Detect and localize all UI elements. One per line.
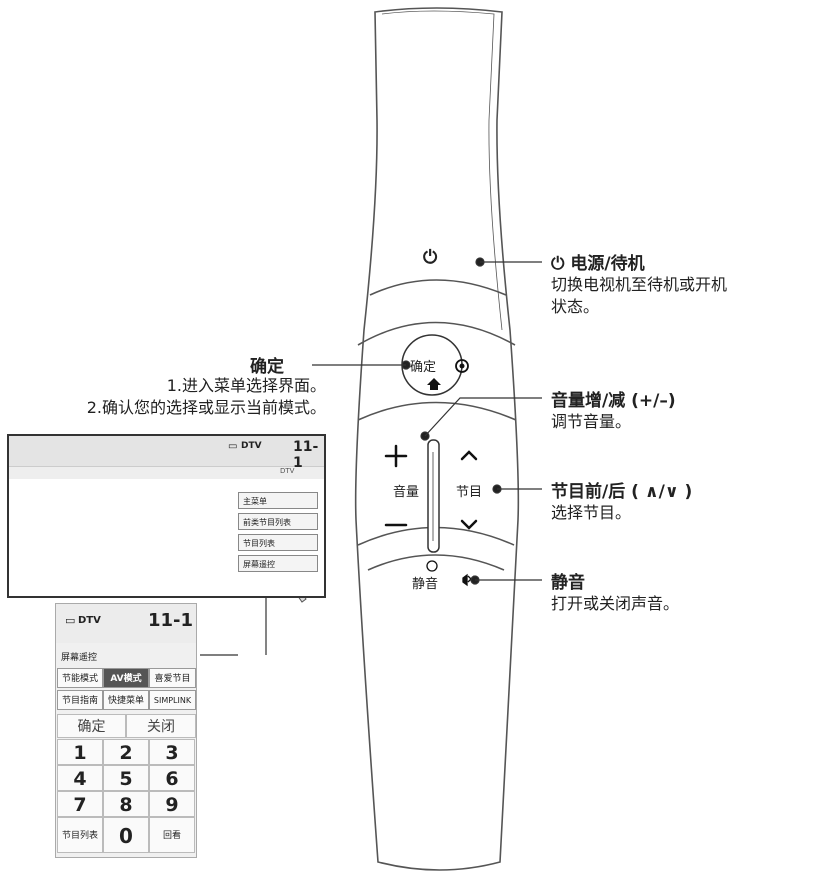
volume-label: 音量 <box>393 485 420 500</box>
num-8-button[interactable]: 8 <box>103 791 149 817</box>
num-3-button[interactable]: 3 <box>149 739 195 765</box>
num-0-button[interactable]: 0 <box>103 817 149 853</box>
num-7-button[interactable]: 7 <box>57 791 103 817</box>
power-icon[interactable]: ⏻ <box>423 247 438 268</box>
power-callout-desc-1: 切换电视机至待机或开机 <box>551 275 728 294</box>
favorites-button[interactable]: 喜爱节目 <box>149 668 196 688</box>
tv-menu-screen-remote[interactable]: 屏幕遥控 <box>238 555 318 572</box>
volume-callout: 音量增/减 (+/–) 调节音量。 <box>551 386 676 433</box>
tv-channel-type: DTV <box>241 441 262 451</box>
num-5-button[interactable]: 5 <box>103 765 149 791</box>
panel-channel-number: 11-1 <box>148 610 194 631</box>
ok-callout-desc-1: 1.进入菜单选择界面。 <box>166 376 326 395</box>
channel-list-button[interactable]: 节目列表 <box>57 817 103 853</box>
channel-callout-title: 节目前/后 ( ∧/∨ ) <box>551 482 693 502</box>
flashback-button[interactable]: 回看 <box>149 817 195 853</box>
power-callout-title: 电源/待机 <box>570 254 645 274</box>
tv-menu-channel-list[interactable]: 节目列表 <box>238 534 318 551</box>
tv-menu-main-label: 主菜单 <box>243 497 267 506</box>
av-mode-button[interactable]: AV模式 <box>103 668 149 688</box>
num-6-button[interactable]: 6 <box>149 765 195 791</box>
panel-title: 屏幕遥控 <box>61 653 98 663</box>
ok-callout-title-wrap: 确定 <box>250 352 284 377</box>
tv-icon: ▭ <box>228 441 238 452</box>
volume-callout-desc: 调节音量。 <box>551 412 632 431</box>
power-callout: ⏻ 电源/待机 切换电视机至待机或开机 状态。 <box>551 249 727 318</box>
tv-sub-bar: DTV <box>9 467 324 479</box>
simplink-button[interactable]: SIMPLINK <box>149 690 196 710</box>
tv-sub-label: DTV <box>280 467 295 475</box>
energy-saving-button[interactable]: 节能模式 <box>57 668 103 688</box>
channel-callout-desc: 选择节目。 <box>551 503 632 522</box>
mute-callout-title: 静音 <box>551 573 585 593</box>
ok-button-label[interactable]: 确定 <box>410 360 437 375</box>
ok-callout-desc-2: 2.确认您的选择或显示当前模式。 <box>86 398 326 417</box>
num-9-button[interactable]: 9 <box>149 791 195 817</box>
tv-screen: ▭ DTV 11-1 DTV 主菜单 前类节目列表 节目列表 屏幕遥控 <box>7 434 326 598</box>
num-2-button[interactable]: 2 <box>103 739 149 765</box>
ok-callout-desc: 1.进入菜单选择界面。 2.确认您的选择或显示当前模式。 <box>87 375 326 419</box>
mute-callout: 静音 打开或关闭声音。 <box>551 568 679 615</box>
panel-ok-button[interactable]: 确定 <box>57 714 126 738</box>
quick-menu-button[interactable]: 快捷菜单 <box>103 690 149 710</box>
channel-label: 节目 <box>456 485 483 500</box>
mute-label[interactable]: 静音 <box>412 577 439 592</box>
tv-menu-channel-list-label: 节目列表 <box>243 539 275 548</box>
screen-remote-header: ▭ DTV 11-1 <box>56 604 196 643</box>
panel-tv-icon: ▭ <box>65 614 76 627</box>
tv-menu-screen-remote-label: 屏幕遥控 <box>243 560 275 569</box>
panel-channel-type: DTV <box>78 615 101 626</box>
screen-remote-panel: ▭ DTV 11-1 屏幕遥控 节能模式 AV模式 喜爱节目 节目指南 快捷菜单… <box>55 603 197 858</box>
num-4-button[interactable]: 4 <box>57 765 103 791</box>
tv-menu-main[interactable]: 主菜单 <box>238 492 318 509</box>
power-icon-small: ⏻ <box>551 254 565 274</box>
mute-callout-desc: 打开或关闭声音。 <box>551 594 680 613</box>
channel-callout: 节目前/后 ( ∧/∨ ) 选择节目。 <box>551 477 692 524</box>
tv-menu-prev-list-label: 前类节目列表 <box>243 518 291 527</box>
tv-menu-prev-list[interactable]: 前类节目列表 <box>238 513 318 530</box>
power-callout-desc-2: 状态。 <box>551 297 600 316</box>
tv-channel-number: 11-1 <box>293 439 319 471</box>
tv-top-bar: ▭ DTV 11-1 <box>9 436 324 471</box>
ok-callout-title: 确定 <box>250 357 284 377</box>
epg-button[interactable]: 节目指南 <box>57 690 103 710</box>
panel-close-button[interactable]: 关闭 <box>126 714 196 738</box>
volume-callout-title: 音量增/减 (+/–) <box>551 391 676 411</box>
num-1-button[interactable]: 1 <box>57 739 103 765</box>
